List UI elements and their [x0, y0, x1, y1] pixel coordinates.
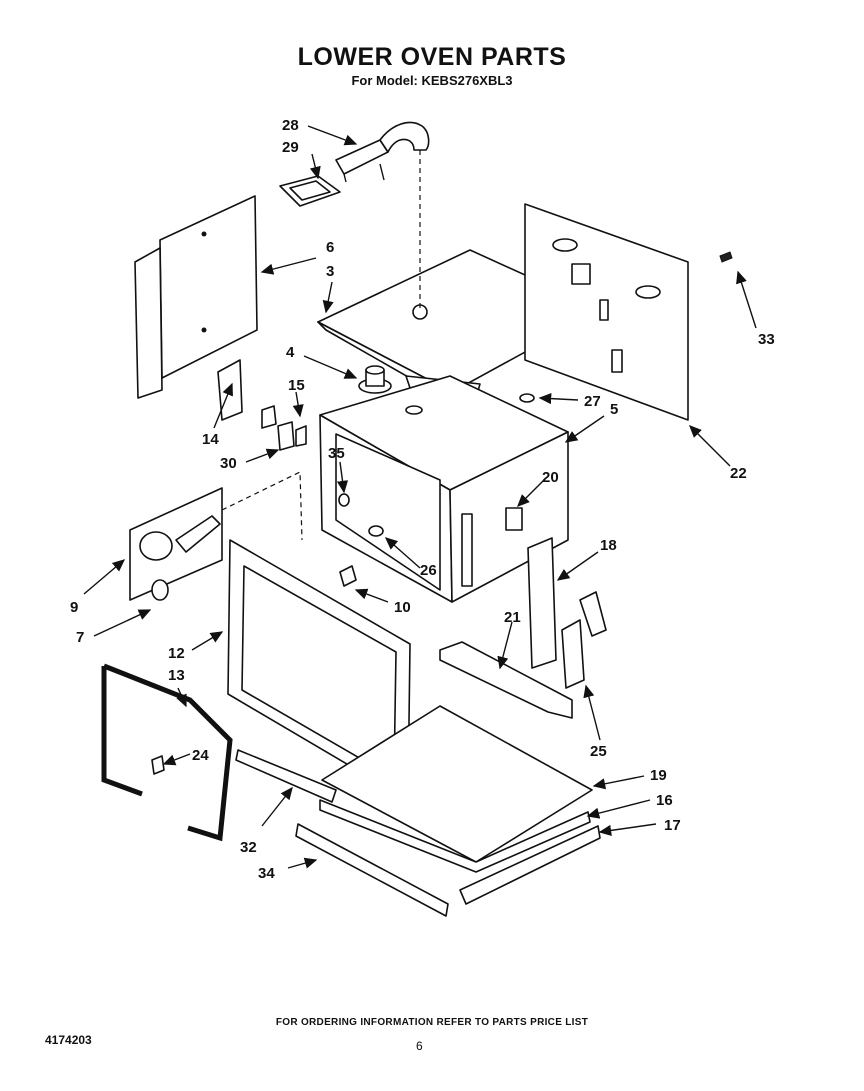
- callout-7: 7: [76, 629, 84, 646]
- callout-29: 29: [282, 139, 299, 156]
- plug-26-part: [368, 525, 384, 537]
- door-gasket-part: [101, 663, 233, 842]
- callout-4: 4: [286, 344, 295, 361]
- callout-33: 33: [758, 331, 775, 348]
- diagram-title: LOWER OVEN PARTS: [297, 43, 567, 71]
- plug-part: [338, 493, 350, 507]
- callout-27: 27: [584, 393, 601, 410]
- callout-25: 25: [590, 743, 607, 760]
- rack-support-part: [439, 641, 573, 719]
- callout-17: 17: [664, 817, 681, 834]
- sensor-probe-part: [358, 365, 392, 394]
- callout-14: 14: [202, 431, 219, 448]
- callout-6: 6: [326, 239, 334, 256]
- callout-20: 20: [542, 469, 559, 486]
- back-panel-part: [524, 203, 689, 421]
- callout-35: 35: [328, 445, 345, 462]
- callout-3: 3: [326, 263, 334, 280]
- callout-15: 15: [288, 377, 305, 394]
- callout-12: 12: [168, 645, 185, 662]
- switch-15-part: [261, 405, 307, 447]
- plug-27-part: [519, 393, 535, 403]
- callout-26: 26: [420, 562, 437, 579]
- side-panel-part: [134, 195, 258, 399]
- callout-18: 18: [600, 537, 617, 554]
- callout-9: 9: [70, 599, 78, 616]
- callout-5: 5: [610, 401, 618, 418]
- bottom-trim-part: [319, 799, 591, 873]
- side-bracket-part: [527, 537, 557, 669]
- hinge-part: [561, 591, 607, 689]
- light-assembly-part: [129, 471, 303, 601]
- cover-plate-part: [505, 507, 523, 531]
- page-number: 6: [416, 1039, 423, 1053]
- callout-19: 19: [650, 767, 667, 784]
- callout-24: 24: [192, 747, 209, 764]
- callout-13: 13: [168, 667, 185, 684]
- callout-32: 32: [240, 839, 257, 856]
- clip-24-part: [151, 755, 165, 775]
- callout-34: 34: [258, 865, 275, 882]
- callout-10: 10: [394, 599, 411, 616]
- front-frame-part: [227, 539, 411, 801]
- floor-panel-part: [321, 705, 593, 863]
- callout-22: 22: [730, 465, 747, 482]
- document-number: 4174203: [45, 1033, 92, 1047]
- clip-33-part: [719, 251, 733, 263]
- front-trim-part: [459, 825, 601, 905]
- callout-30: 30: [220, 455, 237, 472]
- ordering-note: FOR ORDERING INFORMATION REFER TO PARTS …: [275, 1017, 589, 1028]
- light-bulb-part: [151, 579, 169, 601]
- vent-duct-part: [335, 121, 430, 183]
- lower-grille-part: [295, 823, 449, 917]
- vent-grille-part: [235, 749, 337, 803]
- clip-10-part: [339, 565, 357, 587]
- vent-gasket-part: [279, 175, 341, 207]
- switch-30-part: [277, 421, 295, 451]
- model-subtitle: For Model: KEBS276XBL3: [351, 73, 513, 88]
- callout-28: 28: [282, 117, 299, 134]
- callout-21: 21: [504, 609, 521, 626]
- callout-16: 16: [656, 792, 673, 809]
